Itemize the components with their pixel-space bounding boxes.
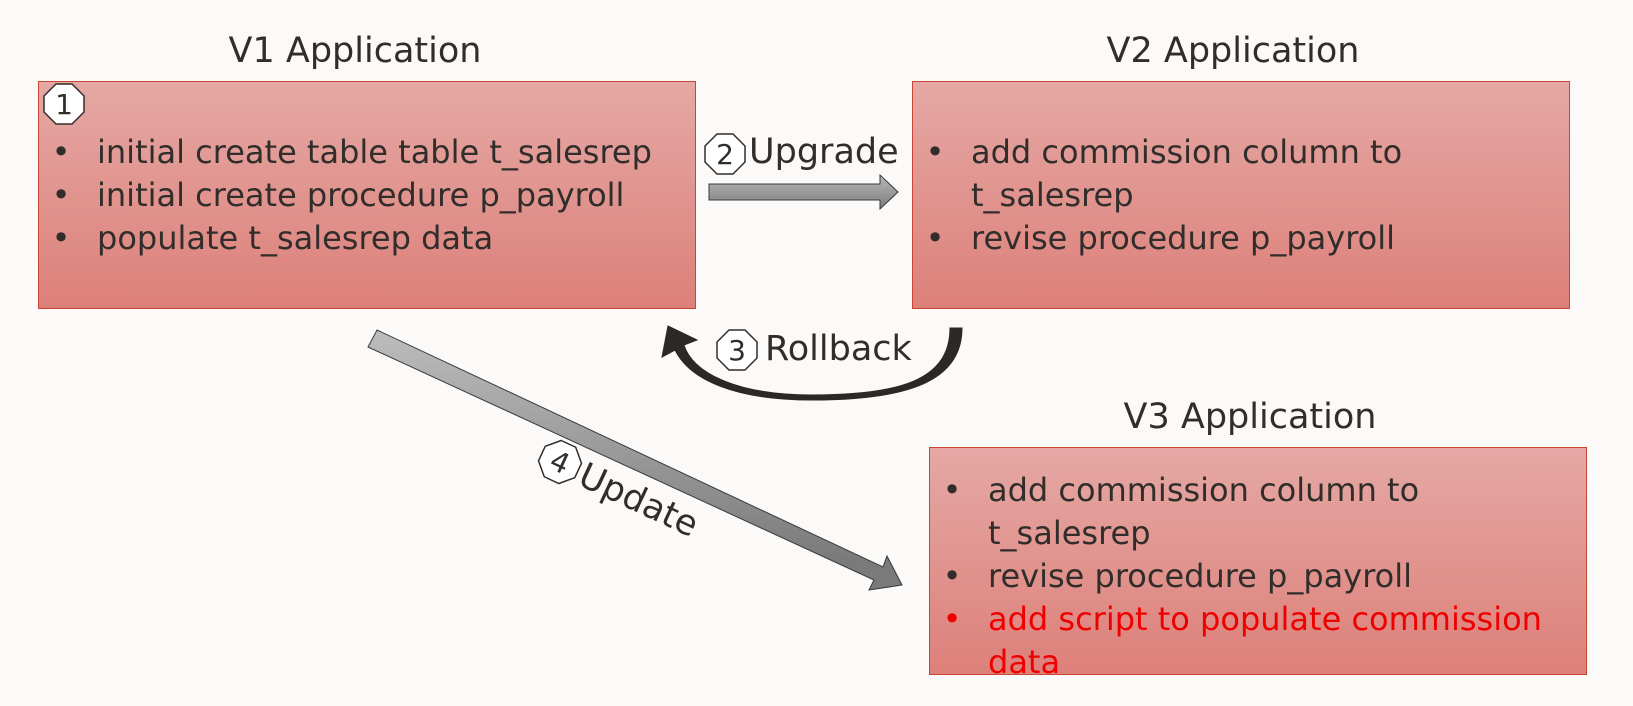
step-3-badge: 3: [716, 329, 758, 371]
upgrade-arrow: [708, 173, 899, 211]
update-arrow: [367, 329, 903, 591]
v1-item: •initial create procedure p_payroll: [39, 174, 695, 217]
step-1-badge: 1: [43, 83, 85, 125]
v1-title: V1 Application: [228, 31, 482, 71]
v1-application-box: •initial create table table t_salesrep •…: [38, 81, 696, 309]
step-4-badge: [537, 439, 583, 485]
v2-title: V2 Application: [1106, 31, 1360, 71]
v1-item: •populate t_salesrep data: [39, 217, 695, 260]
bullet-icon: •: [51, 133, 71, 171]
v3-title: V3 Application: [1123, 397, 1377, 437]
svg-text:2: 2: [716, 138, 734, 171]
bullet-icon: •: [942, 600, 962, 638]
v2-item: •revise procedure p_payroll: [913, 217, 1569, 260]
bullet-icon: •: [51, 219, 71, 257]
bullet-icon: •: [942, 557, 962, 595]
v1-item: •initial create table table t_salesrep: [39, 131, 695, 174]
rollback-label: Rollback: [765, 329, 912, 369]
svg-text:1: 1: [55, 88, 73, 121]
v3-item: •revise procedure p_payroll: [930, 555, 1586, 598]
svg-text:3: 3: [728, 334, 746, 367]
step-2-badge: 2: [704, 133, 746, 175]
v1-item-list: •initial create table table t_salesrep •…: [39, 131, 695, 260]
bullet-icon: •: [925, 219, 945, 257]
bullet-icon: •: [925, 133, 945, 171]
rollback-arrow: [661, 325, 963, 401]
bullet-icon: •: [942, 471, 962, 509]
upgrade-label: Upgrade: [749, 132, 899, 172]
bullet-icon: •: [51, 176, 71, 214]
